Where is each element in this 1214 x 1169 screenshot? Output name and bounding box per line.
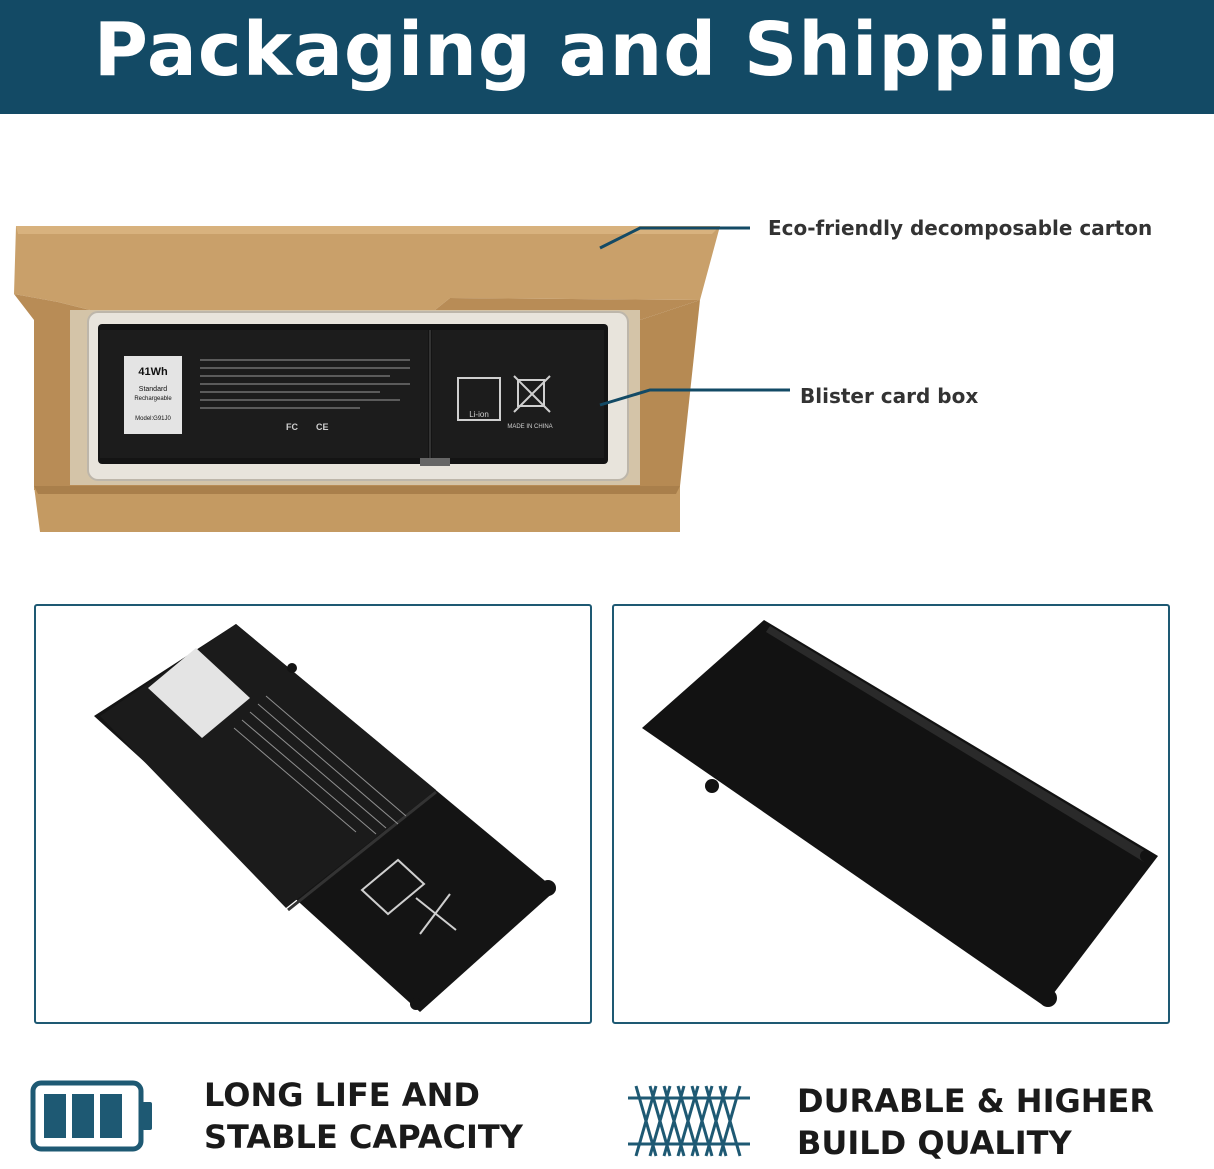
callout-carton: Eco-friendly decomposable carton	[768, 216, 1153, 240]
made-in-label: MADE IN CHINA	[507, 424, 553, 430]
ce-mark: CE	[316, 422, 329, 432]
battery-desc-label: Rechargeable	[134, 396, 172, 402]
battery-front-panel	[34, 604, 592, 1024]
callout-blister: Blister card box	[800, 384, 979, 408]
packaging-photo: 41Wh Standard Rechargeable Model:G91J0 L…	[0, 190, 1214, 550]
feature-long-life-line2: STABLE CAPACITY	[204, 1118, 523, 1156]
battery-icon	[30, 1080, 156, 1157]
page-title: Packaging and Shipping	[93, 7, 1121, 93]
battery-type-label: Standard	[138, 386, 168, 393]
li-ion-label: Li-ion	[469, 410, 489, 419]
header-banner: Packaging and Shipping	[0, 0, 1214, 114]
battery-back-illustration	[642, 620, 1158, 1007]
feature-long-life: LONG LIFE AND STABLE CAPACITY	[204, 1074, 523, 1158]
feature-durable: DURABLE & HIGHER BUILD QUALITY	[797, 1080, 1154, 1164]
fc-mark: FC	[286, 422, 298, 432]
spring-wire-icon	[626, 1078, 752, 1169]
feature-long-life-line1: LONG LIFE AND	[204, 1076, 480, 1114]
feature-durable-line2: BUILD QUALITY	[797, 1124, 1072, 1162]
feature-durable-line1: DURABLE & HIGHER	[797, 1082, 1155, 1120]
battery-front-illustration	[94, 624, 556, 1012]
battery-back-panel	[612, 604, 1170, 1024]
battery-in-box	[98, 324, 608, 466]
battery-capacity-label: 41Wh	[138, 366, 168, 378]
carton-illustration	[14, 226, 790, 532]
battery-model-label: Model:G91J0	[135, 416, 171, 422]
